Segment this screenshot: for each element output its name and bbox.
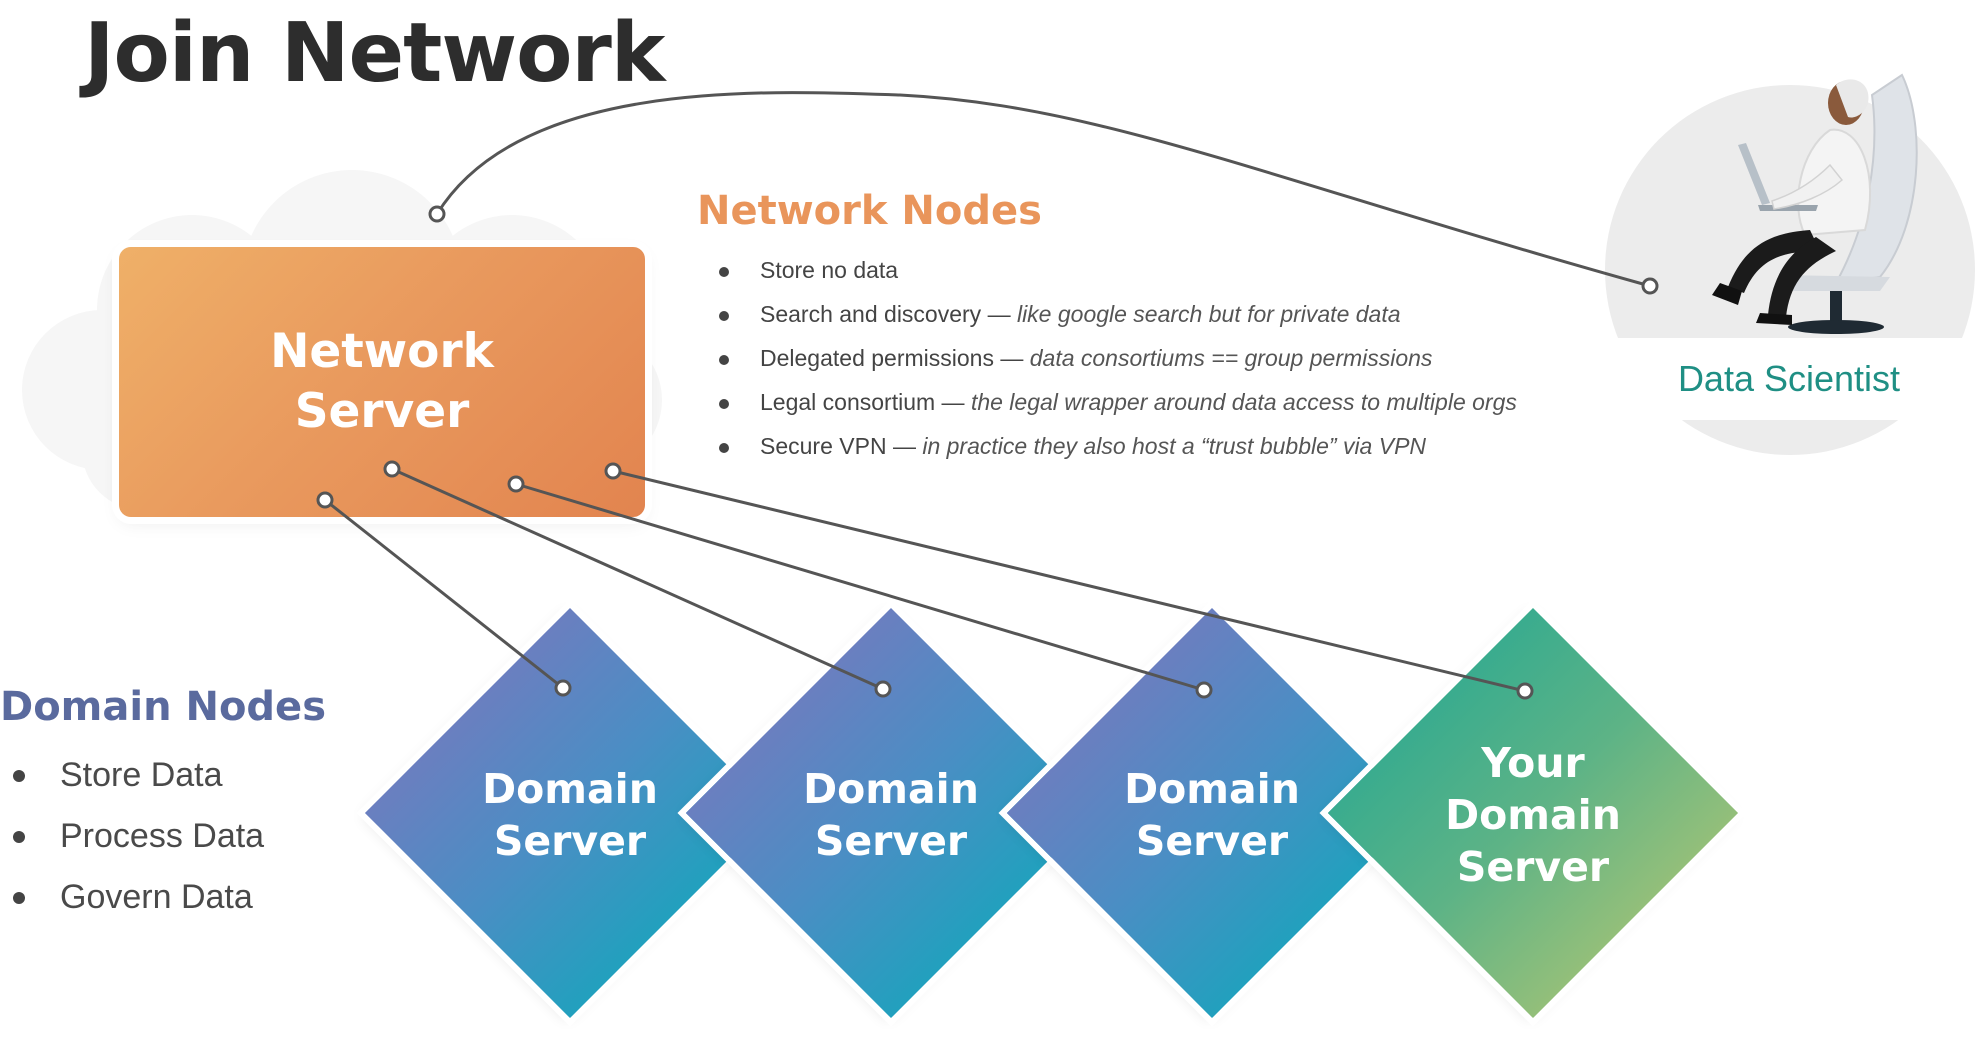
domain-server-label: Domain Server xyxy=(1124,765,1300,865)
network-nodes-list: Store no data Search and discovery — lik… xyxy=(716,254,1517,474)
your-domain-server-label: Your Domain Server xyxy=(1445,739,1621,891)
data-scientist-label: Data Scientist xyxy=(1677,358,1901,399)
network-nodes-item: Store no data xyxy=(716,254,1517,298)
network-server-label-line2: Server xyxy=(294,384,470,439)
network-nodes-item: Legal consortium — the legal wrapper aro… xyxy=(716,386,1517,430)
network-nodes-item: Delegated permissions — data consortiums… xyxy=(716,342,1517,386)
domain-nodes-item: Process Data xyxy=(8,811,264,872)
network-nodes-item: Search and discovery — like google searc… xyxy=(716,298,1517,342)
domain-nodes-heading: Domain Nodes xyxy=(0,684,326,730)
network-server-node: Network Server xyxy=(119,247,645,517)
domain-server-label: Domain Server xyxy=(482,765,658,865)
data-scientist-label-box: Data Scientist xyxy=(1606,338,1972,420)
domain-server-label: Domain Server xyxy=(803,765,979,865)
network-nodes-item: Secure VPN — in practice they also host … xyxy=(716,430,1517,474)
domain-nodes-item: Store Data xyxy=(8,750,264,811)
data-scientist-illustration xyxy=(1712,73,1918,334)
domain-nodes-item: Govern Data xyxy=(8,872,264,933)
domain-nodes-list: Store Data Process Data Govern Data xyxy=(8,750,264,933)
network-nodes-heading: Network Nodes xyxy=(697,188,1042,234)
connector-network-to-your-domain xyxy=(612,469,1526,693)
page-title: Join Network xyxy=(84,6,665,101)
network-server-label-line1: Network xyxy=(270,324,494,379)
